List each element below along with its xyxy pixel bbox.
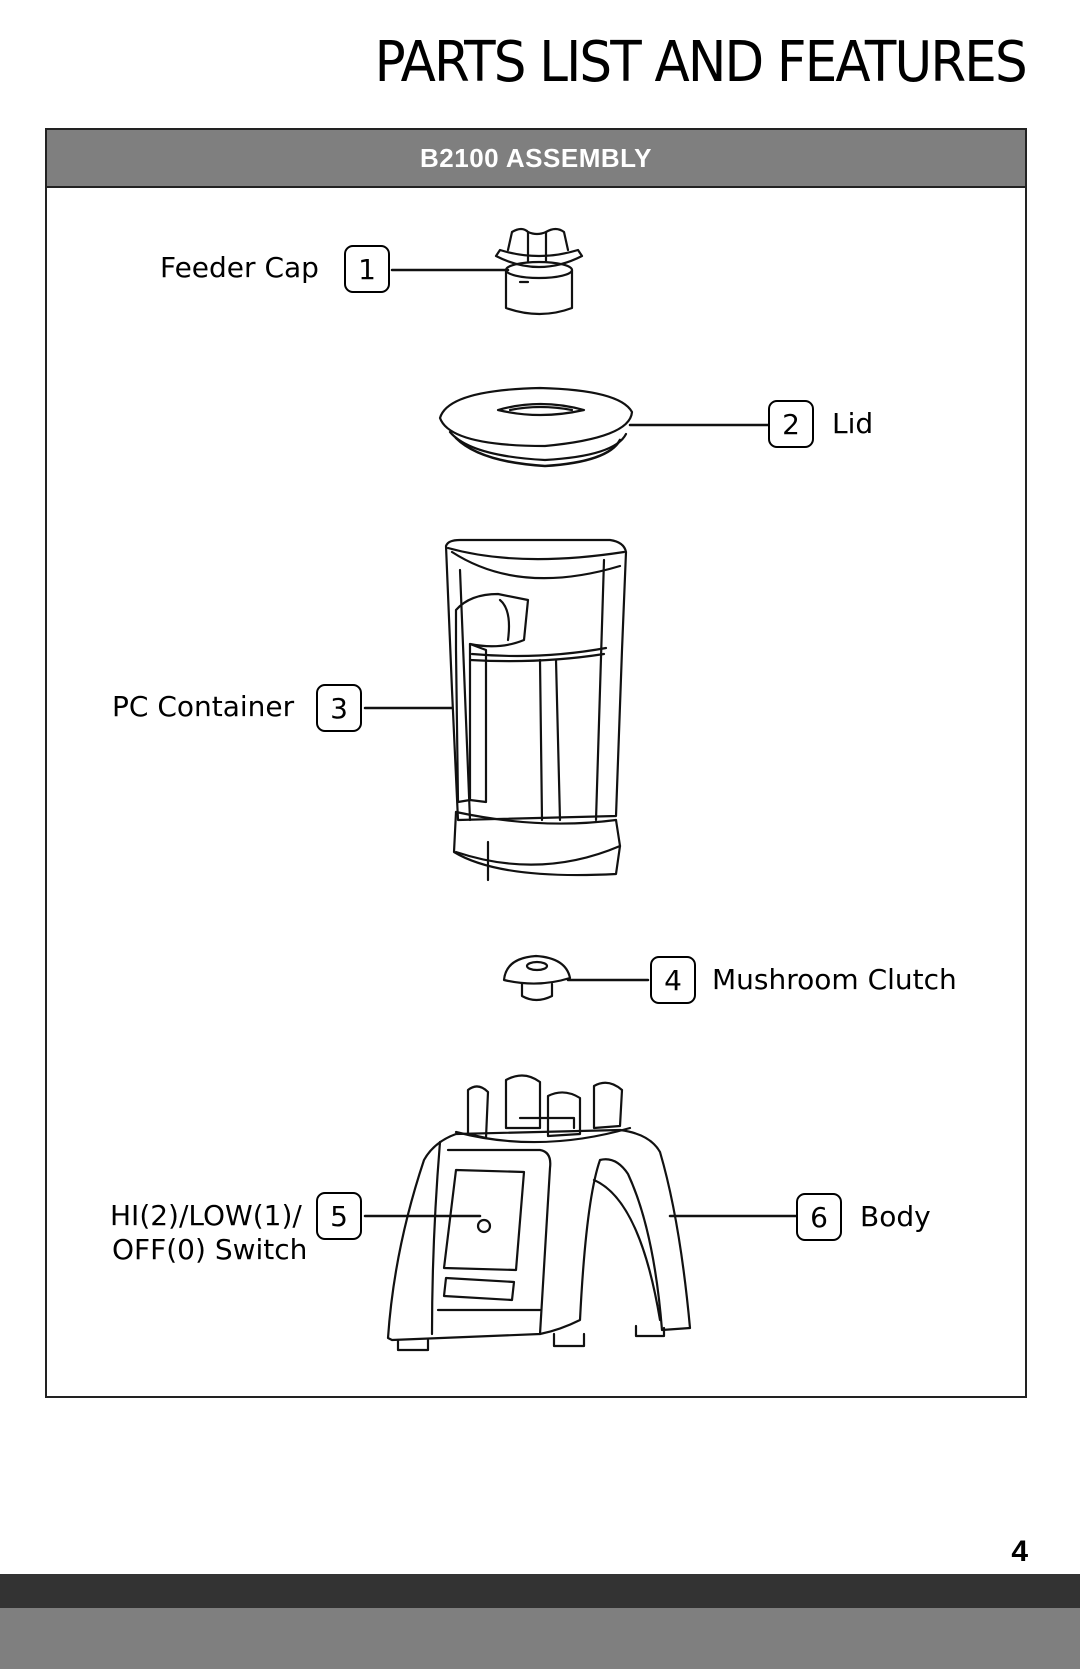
feeder-cap-illustration	[494, 227, 584, 316]
page-title: PARTS LIST AND FEATURES	[374, 30, 1028, 95]
part-label-lid: Lid	[832, 407, 874, 440]
part-label-mushroom-clutch: Mushroom Clutch	[712, 963, 957, 996]
mushroom-clutch-illustration	[502, 954, 572, 1002]
part-number-5: 5	[316, 1192, 362, 1240]
part-label-switch-line1: HI(2)/LOW(1)/	[110, 1199, 302, 1232]
part-number-2: 2	[768, 400, 814, 448]
part-number-4: 4	[650, 956, 696, 1004]
part-label-feeder-cap: Feeder Cap	[160, 251, 319, 284]
pc-container-illustration	[444, 538, 628, 882]
part-label-pc-container: PC Container	[112, 690, 295, 723]
assembly-panel: B2100 ASSEMBLY	[45, 128, 1027, 1398]
body-illustration	[386, 1074, 692, 1352]
part-number-6: 6	[796, 1193, 842, 1241]
footer-band-dark	[0, 1574, 1080, 1608]
part-label-switch-line2: OFF(0) Switch	[112, 1233, 308, 1266]
leader-lines	[363, 268, 798, 1218]
part-number-1: 1	[344, 245, 390, 293]
assembly-header: B2100 ASSEMBLY	[47, 130, 1025, 188]
page-number: 4	[1011, 1535, 1028, 1568]
part-label-body: Body	[860, 1200, 931, 1233]
footer-band-gray	[0, 1608, 1080, 1669]
part-number-3: 3	[316, 684, 362, 732]
lid-illustration	[438, 386, 634, 468]
